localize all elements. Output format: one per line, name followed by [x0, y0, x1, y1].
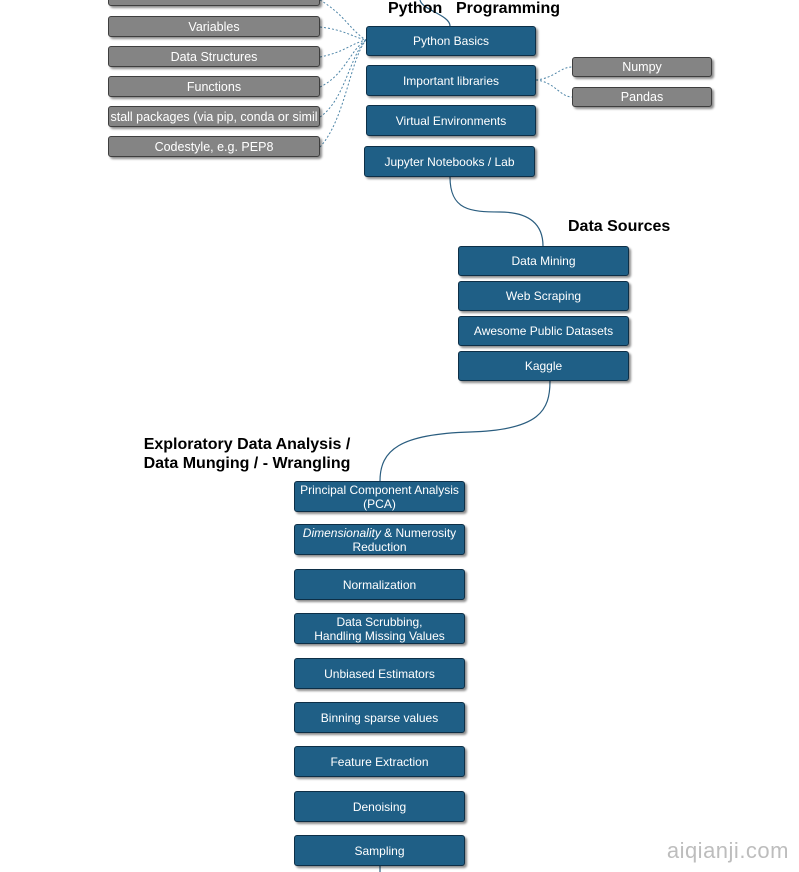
node-important-libraries[interactable]: Important libraries [366, 65, 536, 96]
lib-pandas[interactable]: Pandas [572, 87, 712, 107]
topic-partial-top[interactable] [108, 0, 320, 6]
link-pandas [535, 79, 573, 98]
eda-dimensionality[interactable]: Dimensionality & Numerosity Reduction [294, 524, 465, 555]
eda-pca-line2: (PCA) [363, 496, 396, 511]
topic-functions[interactable]: Functions [108, 76, 320, 97]
eda-feature-extraction[interactable]: Feature Extraction [294, 746, 465, 777]
link-variables [319, 26, 367, 41]
link-top-gray [319, 0, 367, 41]
link-jupyter-datasources [449, 176, 544, 247]
node-python-basics[interactable]: Python Basics [366, 26, 536, 56]
link-data-structures [319, 39, 367, 58]
link-functions [319, 39, 367, 88]
eda-pca[interactable]: Principal Component Analysis (PCA) [294, 481, 465, 512]
eda-dimensionality-rest: & Numerosity [380, 525, 457, 540]
heading-data-sources: Data Sources [568, 218, 671, 235]
topic-install-packages[interactable]: stall packages (via pip, conda or simil [108, 106, 320, 127]
eda-dimensionality-line2: Reduction [352, 539, 407, 554]
lib-numpy[interactable]: Numpy [572, 57, 712, 77]
heading-python: Python [388, 0, 442, 18]
heading-eda-line2: Data Munging / - Wrangling [143, 455, 351, 472]
node-virtual-environments[interactable]: Virtual Environments [366, 105, 536, 136]
heading-programming: Programming [456, 0, 560, 18]
link-numpy [535, 66, 573, 81]
heading-eda: Exploratory Data Analysis / Data Munging… [133, 435, 361, 473]
link-codestyle [319, 39, 367, 148]
eda-denoising[interactable]: Denoising [294, 791, 465, 822]
eda-dimensionality-line1: Dimensionality & Numerosity [303, 526, 456, 540]
eda-binning[interactable]: Binning sparse values [294, 702, 465, 733]
link-install [319, 39, 367, 118]
eda-pca-line1: Principal Component Analysis [300, 482, 459, 497]
eda-data-scrubbing-line1: Data Scrubbing, [336, 614, 423, 629]
source-web-scraping[interactable]: Web Scraping [458, 281, 629, 311]
heading-python-word: Python [388, 0, 443, 17]
source-data-mining[interactable]: Data Mining [458, 246, 629, 276]
topic-variables[interactable]: Variables [108, 16, 320, 37]
watermark: aiqianji.com [666, 838, 789, 863]
node-jupyter[interactable]: Jupyter Notebooks / Lab [364, 146, 535, 177]
eda-data-scrubbing[interactable]: Data Scrubbing, Handling Missing Values [294, 613, 465, 644]
topic-data-structures[interactable]: Data Structures [108, 46, 320, 67]
topic-codestyle[interactable]: Codestyle, e.g. PEP8 [108, 136, 320, 157]
link-kaggle-eda [379, 380, 551, 482]
source-public-datasets[interactable]: Awesome Public Datasets [458, 316, 629, 346]
eda-data-scrubbing-line2: Handling Missing Values [314, 628, 445, 643]
eda-sampling[interactable]: Sampling [294, 835, 465, 866]
eda-unbiased-estimators[interactable]: Unbiased Estimators [294, 658, 465, 689]
source-kaggle[interactable]: Kaggle [458, 351, 629, 381]
heading-programming-word: Programming [456, 0, 561, 17]
eda-dimensionality-italic: Dimensionality [302, 525, 381, 540]
eda-normalization[interactable]: Normalization [294, 569, 465, 600]
link-python-heading [419, 0, 451, 27]
heading-eda-line1: Exploratory Data Analysis / [143, 436, 351, 453]
